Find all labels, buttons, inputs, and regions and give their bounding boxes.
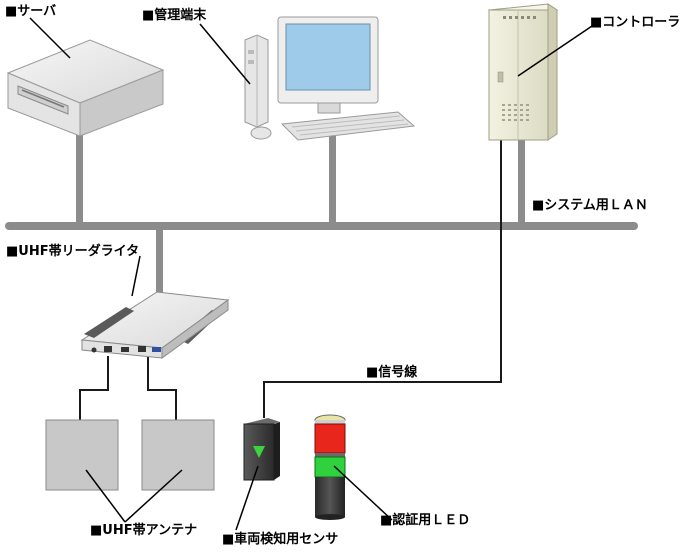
leader-lines	[29, 17, 596, 531]
server-lan-drop	[76, 130, 83, 225]
antenna-right	[141, 419, 215, 491]
server-label: ■サーバ	[5, 4, 57, 19]
terminal-label: ■管理端末	[142, 8, 207, 23]
reader-writer-label: ■UHF帯リーダライタ	[6, 244, 140, 259]
terminal-lan-drop	[329, 136, 336, 225]
reader-lan-drop	[156, 226, 163, 294]
auth-led-label: ■認証用ＬＥＤ	[380, 513, 471, 528]
lan-bus	[5, 222, 638, 230]
controller-signal-line	[263, 140, 502, 418]
antenna-right-cable	[147, 356, 177, 420]
uhf-antenna-label: ■UHF帯アンテナ	[90, 523, 198, 538]
auth-led-icon	[314, 414, 346, 520]
controller-label: ■コントローラ	[590, 15, 680, 30]
signal-line-label: ■信号線	[366, 365, 418, 380]
lan-connections	[5, 130, 638, 294]
reader-writer-icon	[80, 291, 230, 359]
server-icon	[6, 39, 165, 137]
vehicle-sensor-icon	[243, 418, 280, 481]
controller-lan-drop	[518, 140, 525, 225]
antenna-left-cable	[79, 356, 109, 420]
terminal-icon	[244, 16, 416, 141]
antenna-left	[45, 419, 119, 491]
vehicle-sensor-label: ■車両検知用センサ	[222, 532, 339, 547]
uhf-antenna-icons	[45, 419, 215, 491]
sensor-indicator-icon	[253, 446, 265, 458]
system-lan-label: ■システム用ＬＡＮ	[532, 198, 648, 213]
signal-lines	[79, 140, 502, 420]
